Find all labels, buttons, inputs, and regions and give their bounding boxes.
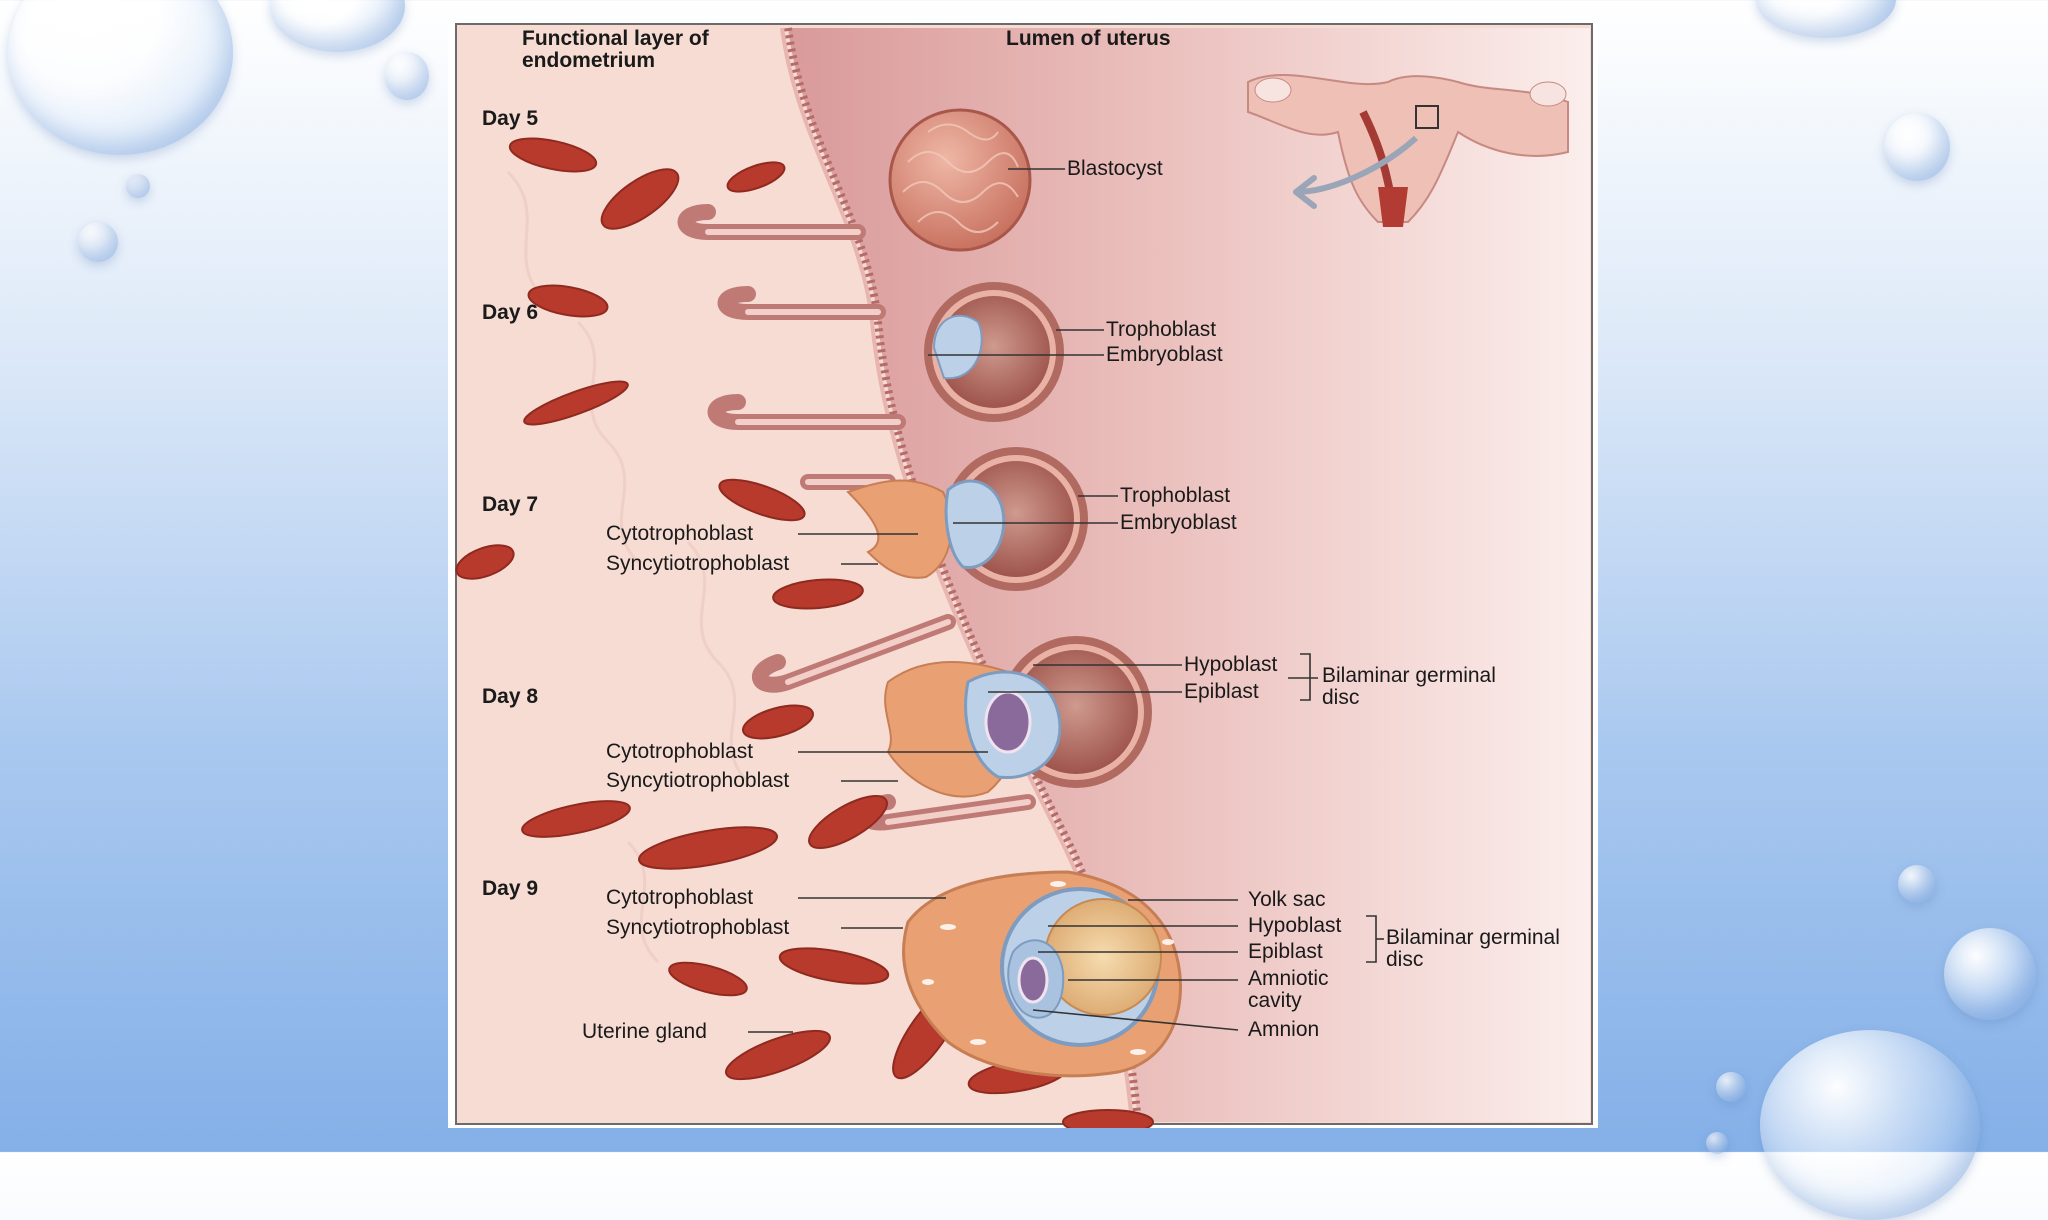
label-day8-syncytiotrophoblast: Syncytiotrophoblast	[606, 769, 790, 792]
water-drop	[8, 0, 233, 155]
label-day9-syncytiotrophoblast: Syncytiotrophoblast	[606, 916, 790, 939]
header-functional-layer: Functional layer of endometrium	[522, 27, 709, 72]
label-day8-hypoblast: Hypoblast	[1184, 653, 1278, 676]
label-day9-amnion: Amnion	[1248, 1018, 1320, 1041]
label-day9-epiblast: Epiblast	[1248, 940, 1323, 963]
water-drop	[1706, 1132, 1728, 1154]
day-9-label: Day 9	[482, 877, 539, 900]
label-day7-embryoblast: Embryoblast	[1120, 511, 1237, 534]
water-drop	[270, 0, 405, 52]
day-8-label: Day 8	[482, 685, 539, 708]
water-drop	[385, 52, 429, 100]
diagram-illustration	[455, 23, 1593, 1128]
water-drop	[1716, 1072, 1746, 1102]
label-day7-trophoblast: Trophoblast	[1120, 484, 1231, 507]
water-drop	[126, 174, 150, 198]
label-blastocyst: Blastocyst	[1067, 157, 1163, 180]
label-day7-syncytiotrophoblast: Syncytiotrophoblast	[606, 552, 790, 575]
label-day9-yolk-sac: Yolk sac	[1248, 888, 1326, 911]
label-day9-amniotic-cavity: Amniotic cavity	[1248, 967, 1329, 1012]
day-5-label: Day 5	[482, 107, 539, 130]
water-drop	[1884, 113, 1950, 181]
day-7-label: Day 7	[482, 493, 539, 516]
water-drop	[78, 222, 118, 262]
water-drop	[1898, 865, 1936, 903]
label-day9-bilaminar-germinal-disc: Bilaminar germinal disc	[1386, 926, 1560, 971]
water-drop	[1756, 0, 1896, 38]
water-drop	[1760, 1030, 1980, 1220]
label-day9-hypoblast: Hypoblast	[1248, 914, 1342, 937]
day-6-label: Day 6	[482, 301, 539, 324]
implantation-diagram: Functional layer of endometrium Lumen of…	[448, 22, 1598, 1128]
label-day8-cytotrophoblast: Cytotrophoblast	[606, 740, 754, 763]
header-lumen-of-uterus: Lumen of uterus	[1006, 27, 1171, 50]
label-day7-cytotrophoblast: Cytotrophoblast	[606, 522, 754, 545]
label-uterine-gland: Uterine gland	[582, 1020, 707, 1043]
label-day8-bilaminar-germinal-disc: Bilaminar germinal disc	[1322, 664, 1496, 709]
water-drop	[1944, 928, 2036, 1020]
label-day9-cytotrophoblast: Cytotrophoblast	[606, 886, 754, 909]
label-day6-trophoblast: Trophoblast	[1106, 318, 1217, 341]
label-day8-epiblast: Epiblast	[1184, 680, 1259, 703]
label-day6-embryoblast: Embryoblast	[1106, 343, 1223, 366]
